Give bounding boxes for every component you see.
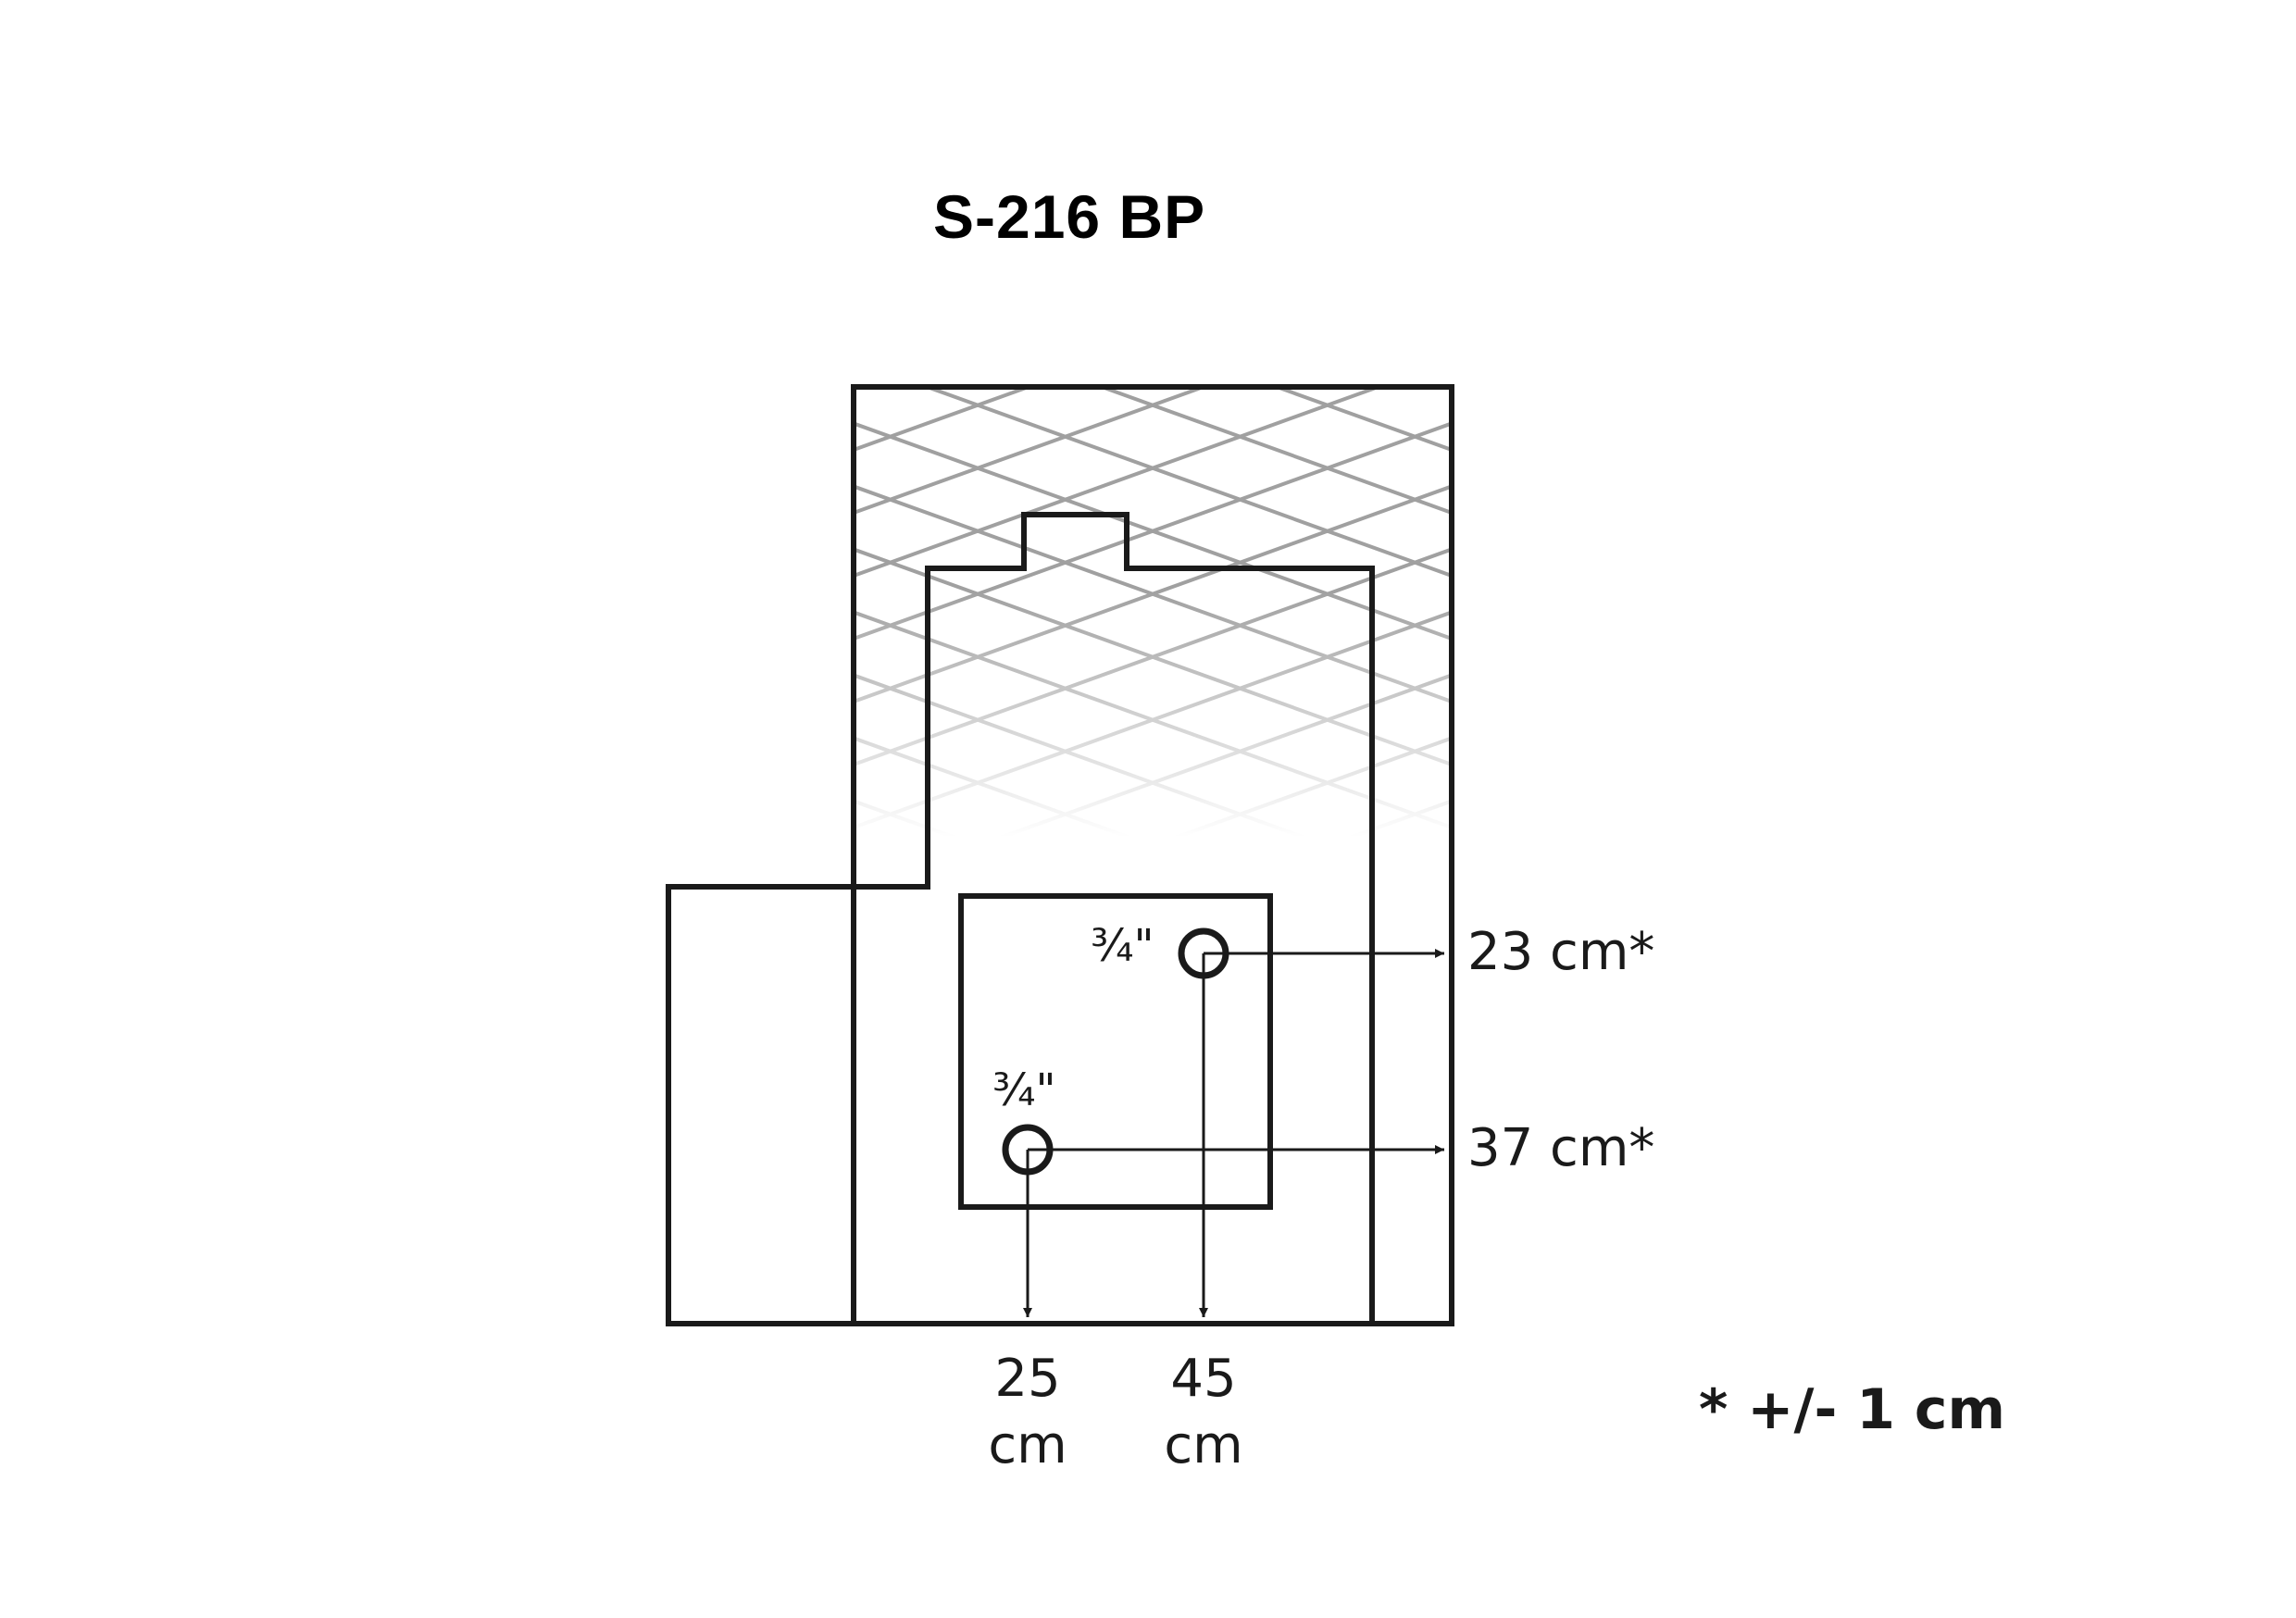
distance-unit-45: cm xyxy=(1164,1415,1243,1475)
hatch-line xyxy=(854,387,1209,515)
distance-value-25: 25 xyxy=(994,1349,1061,1409)
distance-unit-25: cm xyxy=(988,1415,1067,1475)
pipe-size-label-upper: ¾" xyxy=(1091,920,1154,972)
hatch-line xyxy=(854,547,1452,766)
hatch-line xyxy=(1174,736,1452,836)
hatch-line xyxy=(854,736,1131,836)
distance-label-37cm: 37 cm* xyxy=(1467,1118,1655,1178)
hatch-line xyxy=(854,387,1384,578)
hatch-line xyxy=(854,387,1034,452)
hatch-line xyxy=(854,421,1452,641)
pipe-plate xyxy=(958,893,1273,1210)
hatch-line xyxy=(854,484,1452,703)
distance-label-23cm: 23 cm* xyxy=(1467,922,1655,982)
hatch-line xyxy=(999,673,1452,836)
model-title: S-216 BP xyxy=(933,182,1206,251)
base-outline xyxy=(854,512,1375,1324)
distance-label-25cm: 25 cm xyxy=(963,1346,1092,1479)
distance-label-45cm: 45 cm xyxy=(1139,1346,1268,1479)
hatch-line xyxy=(1271,387,1452,452)
hatch-line xyxy=(854,610,1452,829)
hatch-pattern xyxy=(854,387,1452,836)
pipe-size-label-lower: ¾" xyxy=(992,1064,1056,1116)
distance-value-45: 45 xyxy=(1170,1349,1237,1409)
tolerance-note: * +/- 1 cm xyxy=(1699,1377,2005,1442)
